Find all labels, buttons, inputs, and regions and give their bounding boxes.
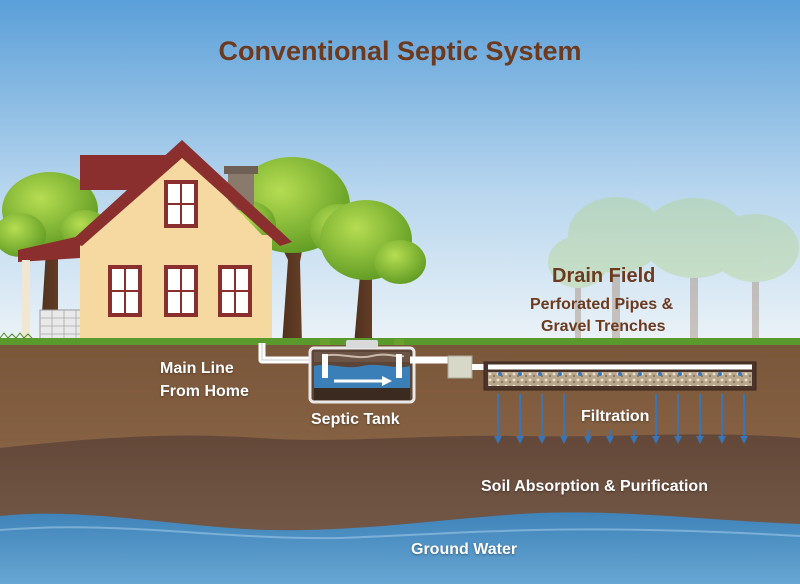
drain-field-label: Drain Field xyxy=(552,265,656,287)
soil-absorption-label: Soil Absorption & Purification xyxy=(481,478,708,495)
filtration-arrows xyxy=(494,394,748,444)
main-line-label-2: From Home xyxy=(160,383,249,400)
septic-tank xyxy=(308,339,416,404)
house xyxy=(18,140,292,343)
distribution-box xyxy=(447,355,473,379)
ground-water-label: Ground Water xyxy=(411,541,518,558)
diagram-title: Conventional Septic System xyxy=(218,36,582,66)
drain-field-sub-label-1: Perforated Pipes & xyxy=(530,296,674,313)
septic-tank-label: Septic Tank xyxy=(311,411,400,428)
main-line-label-1: Main Line xyxy=(160,360,234,377)
gravel-trench xyxy=(483,361,757,391)
filtration-label: Filtration xyxy=(581,408,650,425)
drain-field-sub-label-2: Gravel Trenches xyxy=(541,318,666,335)
background-trees xyxy=(548,197,799,345)
